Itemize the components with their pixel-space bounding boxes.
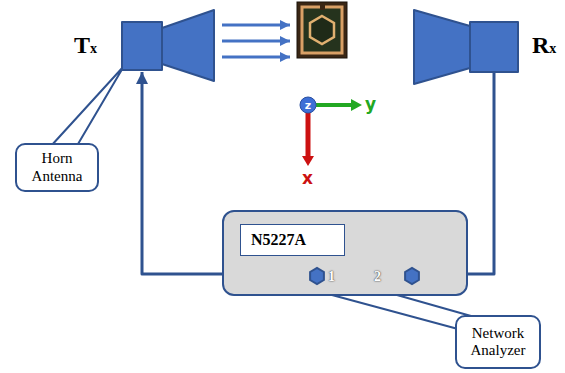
- port-connector: [310, 268, 324, 284]
- horn-outline: [412, 8, 527, 88]
- horn-outline: [120, 8, 216, 83]
- network-analyzer-body: N5227A 1 2: [222, 210, 468, 296]
- port-number: 1: [328, 270, 335, 284]
- model-number-box: N5227A: [240, 224, 345, 256]
- split-ring: [302, 7, 342, 53]
- wave-arrow: [222, 24, 290, 27]
- y-axis-head: [351, 99, 362, 111]
- model-number: N5227A: [251, 232, 306, 248]
- horn-part: [414, 10, 470, 84]
- horn-part: [122, 22, 162, 70]
- callout-box: Horn Antenna: [15, 143, 99, 192]
- antenna-label: Rx: [532, 33, 556, 57]
- metamaterial-sample: [297, 2, 347, 58]
- callout-text: Network Analyzer: [463, 325, 533, 360]
- axis-label: z: [305, 100, 311, 111]
- incident-wave-arrows: [222, 25, 290, 57]
- port-connector: [405, 268, 419, 284]
- ring-gap: [320, 4, 325, 10]
- receive-horn-antenna: Rx: [412, 8, 527, 88]
- horn-part: [162, 10, 214, 81]
- transmit-horn-antenna: Tx: [120, 8, 216, 83]
- callout-pointer: [53, 66, 124, 144]
- horn-part: [470, 22, 518, 72]
- y-axis: [316, 103, 352, 107]
- axis-label: y: [365, 96, 376, 113]
- z-axis-dot: [300, 97, 316, 113]
- coordinate-axes: [300, 97, 362, 166]
- x-axis: [306, 113, 311, 158]
- wave-arrow: [222, 40, 290, 43]
- hexagon-ring: [310, 16, 334, 44]
- callout-box: Network Analyzer: [455, 315, 541, 369]
- x-axis-head: [302, 156, 314, 166]
- port-number: 2: [374, 270, 381, 284]
- sample-substrate: [297, 2, 347, 58]
- axis-label: x: [302, 170, 313, 187]
- callout-pointer: [332, 295, 471, 329]
- wave-arrow: [222, 56, 290, 59]
- antenna-label: Tx: [74, 33, 97, 57]
- callout-text: Horn Antenna: [23, 150, 91, 185]
